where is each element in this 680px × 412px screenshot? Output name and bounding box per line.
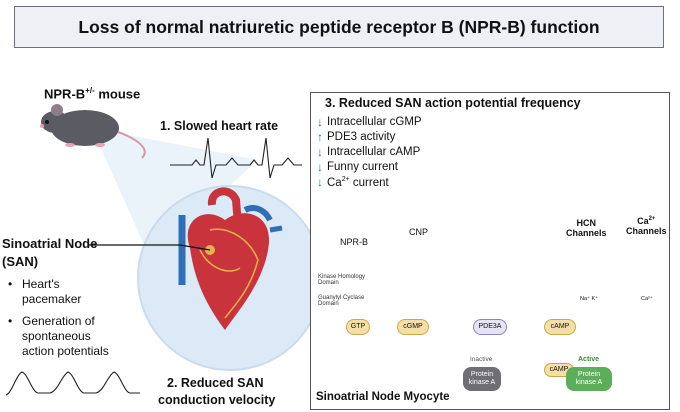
change-item-funny-current: ↓Funny current — [317, 160, 398, 174]
down-arrow-icon: ↓ — [317, 115, 323, 129]
san-myocyte-panel — [310, 92, 670, 410]
mouse-label: NPR-B+/- mouse — [44, 86, 141, 102]
change-item-cgmp: ↓Intracellular cGMP — [317, 115, 422, 129]
action-potential-trace — [5, 371, 140, 396]
down-arrow-icon: ↓ — [317, 160, 323, 174]
step-reduced-conduction-line2: conduction velocity — [158, 393, 276, 407]
pde3a-pill: PDE3A — [473, 319, 507, 335]
ecg-trace — [170, 137, 302, 179]
heart-icon — [178, 187, 283, 330]
myocyte-label: Sinoatrial Node Myocyte — [316, 391, 450, 403]
figure-title: Loss of normal natriuretic peptide recep… — [78, 16, 600, 37]
san-bullet-2: • Generation of spontaneous action poten… — [8, 314, 109, 358]
change-item-pde3: ↑PDE3 activity — [317, 130, 396, 144]
bullet-dot: • — [8, 314, 13, 328]
active-label: Active — [578, 356, 600, 363]
ca-ion-label: Ca²⁺ — [641, 296, 653, 302]
cnp-label: CNP — [409, 227, 429, 237]
na-k-ion-label: Na⁺ K⁺ — [580, 296, 599, 302]
ca-channels-label: Ca2+ Channels — [626, 216, 667, 236]
inactive-label: Inactive — [470, 356, 493, 363]
bullet-dot: • — [8, 277, 13, 291]
npr-b-label: NPR-B — [340, 237, 369, 247]
change-item-camp: ↓Intracellular cAMP — [317, 145, 421, 159]
san-pointer-line — [88, 244, 211, 251]
down-arrow-icon: ↓ — [317, 145, 323, 159]
change-item-ca-current: ↓Ca2+ current — [317, 175, 389, 189]
san-title-line2: (SAN) — [2, 254, 39, 269]
san-title-line1: Sinoatrial Node — [2, 236, 98, 251]
san-bullet-1: • Heart's pacemaker — [8, 277, 82, 306]
gtp-pill: GTP — [346, 319, 370, 335]
camp-pill: cAMP — [544, 319, 576, 335]
panel-title: 3. Reduced SAN action potential frequenc… — [325, 96, 581, 110]
zoom-cone — [92, 128, 258, 258]
down-arrow-icon: ↓ — [317, 175, 323, 189]
step-slowed-heart-rate: 1. Slowed heart rate — [160, 119, 279, 133]
cgmp-pill: cGMP — [397, 319, 429, 335]
step-reduced-conduction-line1: 2. Reduced SAN — [167, 376, 264, 390]
up-arrow-icon: ↑ — [317, 130, 323, 144]
mouse-icon — [40, 104, 146, 159]
figure-title-box: Loss of normal natriuretic peptide recep… — [14, 6, 664, 48]
